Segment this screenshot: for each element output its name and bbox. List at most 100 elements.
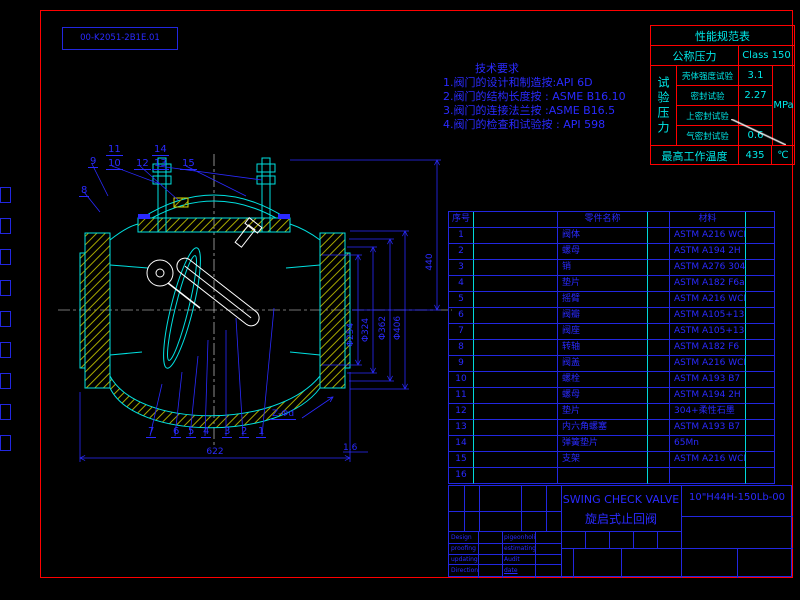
tb-line [479,486,480,531]
pressure-unit: MPa [772,66,794,146]
frame-tick [0,187,11,203]
centerlines [58,154,452,448]
test-row-label: 壳体强度试验 [677,66,739,86]
callout-1: 1 [256,426,267,438]
callout-15: 15 [180,158,197,170]
tech-req-title: 技术要求 [475,62,519,75]
tb-line [681,516,793,517]
sign-label-updating: updating [451,556,478,563]
gasket-marks [138,214,290,219]
nominal-pressure-label: 公称压力 [651,46,739,66]
tech-req-line: 4.阀门的检查和试验按 : API 598 [443,118,606,131]
tb-line [585,531,586,548]
test-row-value: 3.1 [739,66,772,86]
bonnet-bolt [256,157,276,233]
tb-line [449,511,561,512]
tb-line [609,531,610,548]
dim-face-to-face: 622 [206,447,224,457]
max-temp-value: 435 [739,146,772,165]
dim-rf-height: 1.6 [343,443,358,453]
title-block-divider [681,486,682,578]
sign-label-date: date [504,567,518,574]
dim-od: Φ406 [393,315,403,341]
frame-tick [0,280,11,296]
sign-label-proofing: proofing [451,545,476,552]
technical-requirements: 技术要求 1.阀门的设计和制造按:API 6D 2.阀门的结构长度按 : ASM… [443,62,658,132]
callout-4: 4 [201,426,212,438]
tb-line [657,531,658,548]
test-row-label: 气密封试验 [677,126,739,146]
perf-title: 性能规范表 [651,26,794,46]
tb-line [502,531,503,578]
test-row-value: 2.27 [739,86,772,106]
dim-bcd: Φ362 [378,315,388,341]
sign-label-estimating: estimating [504,545,535,552]
frame-tick [0,311,11,327]
tb-line [561,531,681,532]
bom-header-row: 序号零件名称材料 [449,212,775,228]
callout-8: 8 [79,185,90,197]
drawing-frame-border [40,10,793,578]
frame-tick [0,373,11,389]
tb-line [449,564,561,565]
frame-tick [0,249,11,265]
dimension-lines [80,160,441,462]
drawing-number: 10"H44H-150Lb-00 [688,492,786,503]
valve-body [79,157,351,429]
max-temp-unit: ℃ [777,150,789,161]
callout-10: 10 [106,158,123,170]
tb-line [478,531,479,578]
max-temp-label: 最高工作温度 [651,146,739,165]
tb-line [621,548,622,578]
dim-rf: Φ324 [361,317,371,343]
tech-req-line: 2.阀门的结构长度按 : ASME B16.10 [443,90,626,103]
tb-line [737,548,738,578]
sign-label-design: Design [451,534,472,541]
frame-tick [0,404,11,420]
callout-6: 6 [171,426,182,438]
dim-height: 440 [425,253,435,271]
bom-row: 16 [449,468,775,484]
test-pressure-group-label: 试验压力 [651,66,677,146]
disc-assembly [146,217,263,327]
valve-section-drawing [58,154,452,462]
tb-line [449,554,561,555]
tb-line [535,531,536,578]
frame-tick [0,342,11,358]
test-row-label: 密封试验 [677,86,739,106]
callout-13: 13 [152,158,169,170]
tech-req-line: 1.阀门的设计和制造按:API 6D [443,76,593,89]
sign-label-direction: Direction [451,567,479,574]
tb-line [546,486,547,531]
plug [173,197,189,208]
dim-bore: Φ254 [346,322,356,348]
tb-line [449,531,561,532]
frame-tick [0,435,11,451]
callout-14: 14 [152,144,169,156]
title-block: Design pigeonholing proofing estimating … [448,485,793,578]
callout-9: 9 [88,156,99,168]
disc-nut [234,217,263,248]
callout-12: 12 [134,158,151,170]
nominal-pressure-value: Class 150 [739,46,794,66]
not-applicable-diagonal [731,119,786,145]
title-block-divider [561,486,562,578]
callout-7: 7 [146,426,157,438]
callout-5: 5 [186,426,197,438]
